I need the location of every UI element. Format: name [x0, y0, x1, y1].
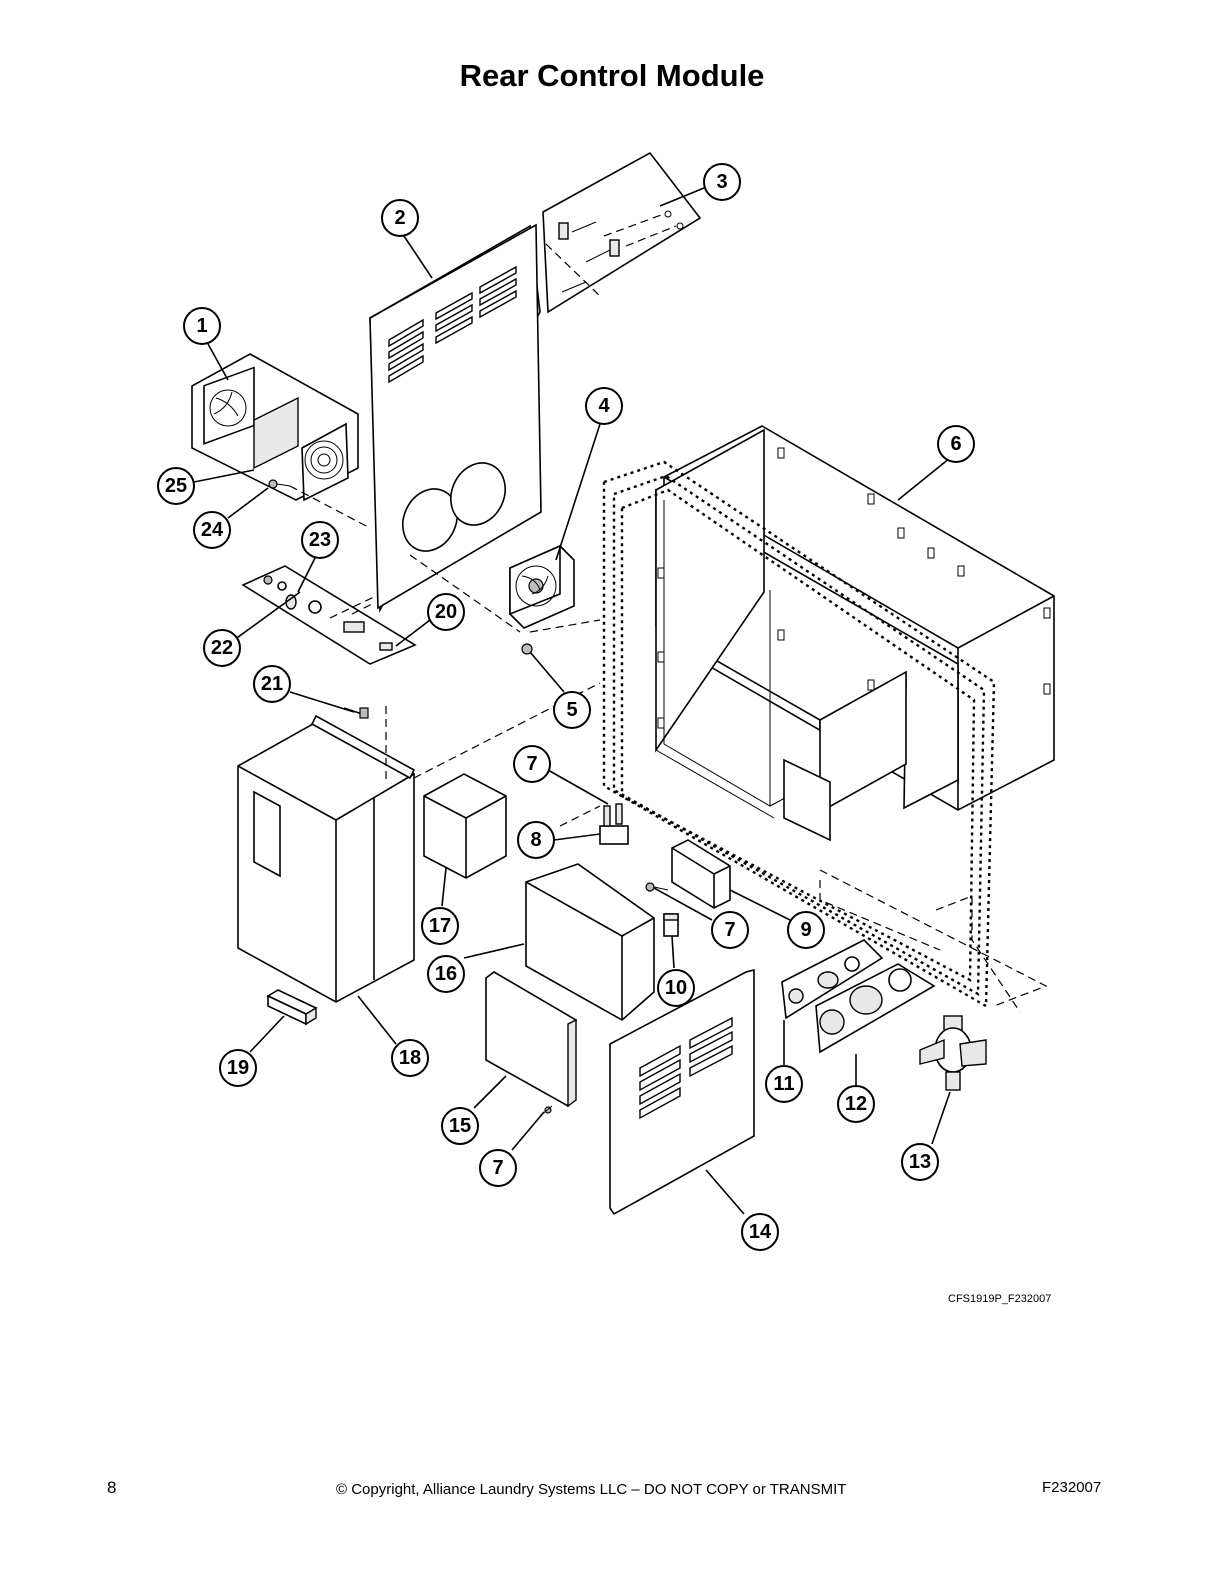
part-4-cooling-fan — [509, 544, 575, 629]
svg-text:20: 20 — [435, 601, 457, 623]
svg-text:10: 10 — [665, 977, 687, 999]
svg-text:18: 18 — [399, 1047, 421, 1069]
document-code: F232007 — [1042, 1479, 1102, 1496]
callout-23: 23 — [301, 521, 339, 559]
callout-9: 9 — [787, 911, 825, 949]
part-18-control-box — [237, 714, 416, 1003]
svg-text:19: 19 — [227, 1057, 249, 1079]
callout-3: 3 — [703, 163, 741, 201]
svg-text:15: 15 — [449, 1115, 471, 1137]
callout-10: 10 — [657, 969, 695, 1007]
callout-18: 18 — [391, 1039, 429, 1077]
part-14-front-panel — [609, 968, 755, 1216]
part-11-fitting-kit — [781, 939, 884, 1020]
callout-7-bottom: 7 — [479, 1149, 517, 1187]
leader-arrows — [193, 187, 951, 1215]
part-1-fan-filter-group — [191, 353, 359, 502]
svg-text:7: 7 — [724, 919, 735, 941]
callout-21: 21 — [253, 665, 291, 703]
svg-text:7: 7 — [492, 1157, 503, 1179]
figure-code: CFS1919P_F232007 — [948, 1293, 1052, 1305]
part-10-fuse — [663, 913, 679, 937]
svg-text:17: 17 — [429, 915, 451, 937]
callout-14: 14 — [741, 1213, 779, 1251]
part-6-enclosure — [602, 425, 1055, 1009]
part-19-block — [266, 989, 318, 1026]
svg-text:14: 14 — [749, 1221, 772, 1243]
svg-text:13: 13 — [909, 1151, 931, 1173]
callout-20: 20 — [427, 593, 465, 631]
part-15-cover-plate — [485, 971, 577, 1108]
svg-text:1: 1 — [196, 315, 207, 337]
svg-text:23: 23 — [309, 529, 331, 551]
svg-text:11: 11 — [773, 1073, 794, 1095]
callout-17: 17 — [421, 907, 459, 945]
callout-25: 25 — [157, 467, 195, 505]
callout-7-top: 7 — [513, 745, 551, 783]
part-12-fitting-kit — [815, 963, 936, 1054]
page-title: Rear Control Module — [459, 58, 765, 93]
part-16-control-board-box — [525, 863, 655, 1021]
callout-4: 4 — [585, 387, 623, 425]
part-13-valve — [919, 1015, 987, 1091]
callout-12: 12 — [837, 1085, 875, 1123]
part-3-hardware-panel — [542, 151, 702, 314]
svg-text:2: 2 — [394, 207, 405, 229]
svg-text:21: 21 — [261, 673, 283, 695]
callout-8: 8 — [517, 821, 555, 859]
part-5-nut — [521, 643, 533, 655]
svg-text:16: 16 — [435, 963, 457, 985]
callout-1: 1 — [183, 307, 221, 345]
svg-text:4: 4 — [598, 395, 610, 417]
callout-5: 5 — [553, 691, 591, 729]
page-number: 8 — [107, 1478, 117, 1497]
part-9-relay — [671, 839, 731, 909]
callout-22: 22 — [203, 629, 241, 667]
svg-text:9: 9 — [800, 919, 811, 941]
callout-16: 16 — [427, 955, 465, 993]
part-2-rear-panel — [369, 223, 542, 613]
callout-7-mid: 7 — [711, 911, 749, 949]
svg-text:25: 25 — [165, 475, 187, 497]
callout-13: 13 — [901, 1143, 939, 1181]
callout-2: 2 — [381, 199, 419, 237]
callout-19: 19 — [219, 1049, 257, 1087]
callout-6: 6 — [937, 425, 975, 463]
svg-text:7: 7 — [526, 753, 537, 775]
callout-24: 24 — [193, 511, 231, 549]
part-17-transformer — [423, 773, 507, 879]
part-22-hardware-strip — [241, 565, 417, 665]
part-24-screw — [268, 479, 291, 489]
part-7-screw-mid — [645, 882, 669, 892]
svg-text:12: 12 — [845, 1093, 867, 1115]
callout-11: 11 — [765, 1065, 803, 1103]
callout-15: 15 — [441, 1107, 479, 1145]
svg-text:3: 3 — [716, 171, 727, 193]
copyright-notice: © Copyright, Alliance Laundry Systems LL… — [336, 1481, 847, 1498]
svg-text:6: 6 — [950, 433, 961, 455]
svg-text:24: 24 — [201, 519, 224, 541]
svg-text:8: 8 — [530, 829, 541, 851]
part-8-bracket — [559, 803, 629, 845]
svg-text:22: 22 — [211, 637, 233, 659]
svg-text:5: 5 — [566, 699, 577, 721]
